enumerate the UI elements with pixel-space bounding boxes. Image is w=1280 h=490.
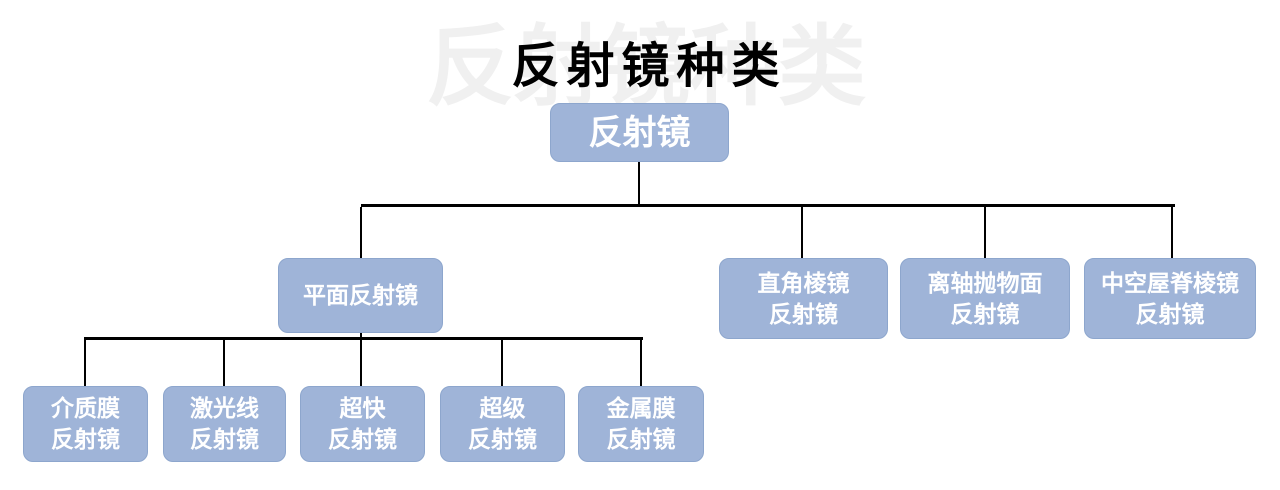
node-right-angle-prism-mirror: 直角棱镜 反射镜 xyxy=(719,258,888,339)
edge-drop-to-dielectric xyxy=(84,340,86,387)
node-label-line2: 反射镜 xyxy=(1135,300,1205,327)
node-label-line2: 反射镜 xyxy=(606,426,676,452)
node-label-line1: 激光线 xyxy=(190,395,259,421)
node-hollow-roof-prism-mirror: 中空屋脊棱镜 反射镜 xyxy=(1084,258,1256,339)
node-label-line2: 反射镜 xyxy=(190,426,259,452)
title-watermark: 反射镜种类 xyxy=(425,17,867,116)
node-label: 平面反射镜 xyxy=(303,282,418,308)
edge-drop-to-plane xyxy=(360,207,362,258)
edge-drop-to-super xyxy=(501,340,503,387)
node-label-line2: 反射镜 xyxy=(769,300,838,327)
node-label-line1: 中空屋脊棱镜 xyxy=(1101,269,1239,296)
edge-drop-to-metal xyxy=(640,340,642,387)
edge-drop-to-hollow-roof xyxy=(1171,207,1173,259)
node-dielectric-film-mirror: 介质膜 反射镜 xyxy=(23,386,148,462)
node-label-line2: 反射镜 xyxy=(950,300,1020,327)
edge-drop-to-right-angle xyxy=(801,207,803,259)
node-laser-line-mirror: 激光线 反射镜 xyxy=(163,386,286,462)
node-label: 反射镜 xyxy=(588,113,691,152)
node-label-line1: 介质膜 xyxy=(51,395,120,421)
node-off-axis-parabolic-mirror: 离轴抛物面 反射镜 xyxy=(900,258,1070,339)
node-reflector-root: 反射镜 xyxy=(550,103,729,162)
node-label-line2: 反射镜 xyxy=(468,426,537,452)
node-super-mirror: 超级 反射镜 xyxy=(440,386,565,462)
edge-level1-horizontal-bar xyxy=(361,204,1175,207)
node-label-line1: 超级 xyxy=(479,395,526,421)
edge-drop-to-off-axis xyxy=(984,207,986,259)
edge-drop-to-laser-line xyxy=(223,340,225,387)
node-plane-mirror: 平面反射镜 xyxy=(278,258,443,333)
node-label-line2: 反射镜 xyxy=(328,426,397,452)
node-ultrafast-mirror: 超快 反射镜 xyxy=(300,386,425,462)
edge-root-stem xyxy=(638,162,640,206)
edge-level2-horizontal-bar xyxy=(84,337,643,340)
node-label-line2: 反射镜 xyxy=(51,426,120,452)
node-label-line1: 直角棱镜 xyxy=(757,269,850,296)
page-title: 反射镜种类 xyxy=(511,40,787,93)
edge-plane-stem xyxy=(360,333,362,387)
node-label-line1: 超快 xyxy=(339,395,386,421)
node-label-line1: 金属膜 xyxy=(606,395,676,421)
node-label-line1: 离轴抛物面 xyxy=(927,269,1043,296)
node-metal-film-mirror: 金属膜 反射镜 xyxy=(578,386,704,462)
